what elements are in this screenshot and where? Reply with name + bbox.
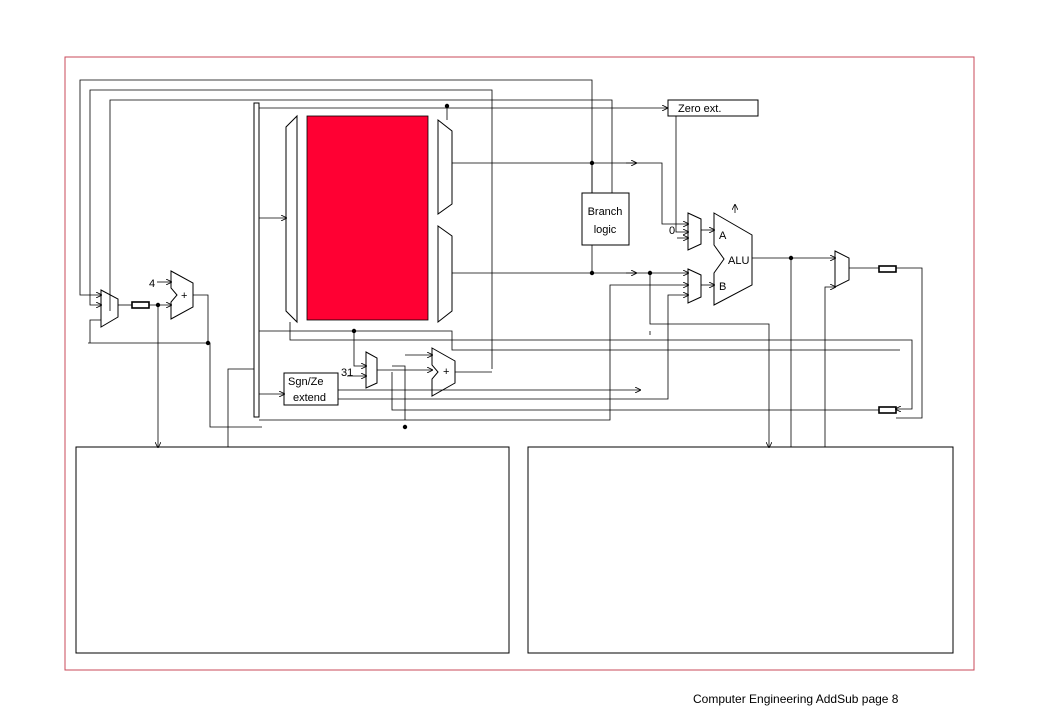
pc-register [131, 301, 150, 309]
branch-logic-label-1: Branch [588, 206, 623, 218]
const-zero-label: 0 [669, 225, 675, 237]
wires [79, 79, 923, 447]
branch-adder [431, 347, 456, 397]
alu-label: ALU [728, 255, 749, 267]
sgnze-label-2: extend [293, 392, 326, 404]
junction-dots [155, 103, 794, 430]
sgnze-extend-box [283, 372, 339, 406]
zero-ext-label: Zero ext. [678, 103, 721, 115]
zero-ext-box [667, 99, 759, 117]
pc-mux [100, 289, 119, 328]
left-panel [75, 446, 510, 654]
pc-adder [170, 270, 194, 320]
read-port-b-mux [437, 225, 453, 324]
alu-b-label: B [719, 281, 726, 293]
shift-mux [365, 351, 378, 389]
alu [713, 212, 753, 306]
right-panel [527, 446, 954, 654]
result-register [878, 265, 897, 273]
store-register [878, 406, 897, 414]
read-port-a-mux [437, 118, 453, 215]
write-port-mux [285, 114, 298, 324]
alu-b-mux [687, 268, 702, 304]
branch-logic-box [581, 192, 630, 246]
branch-logic-label-2: logic [594, 224, 617, 236]
alu-a-mux [687, 212, 702, 251]
footer-text: Computer Engineering AddSub page 8 [693, 692, 899, 706]
const-four-label: 4 [149, 278, 155, 290]
result-mux [834, 250, 850, 288]
outer-frame [64, 56, 975, 671]
register-file [306, 115, 429, 321]
alu-a-label: A [719, 230, 727, 242]
branch-adder-plus: + [443, 366, 449, 378]
pc-adder-plus: + [181, 290, 187, 302]
sgnze-label-1: Sgn/Ze [288, 376, 323, 388]
const-31-label: 31 [341, 367, 353, 379]
pipeline-bar [253, 102, 260, 418]
